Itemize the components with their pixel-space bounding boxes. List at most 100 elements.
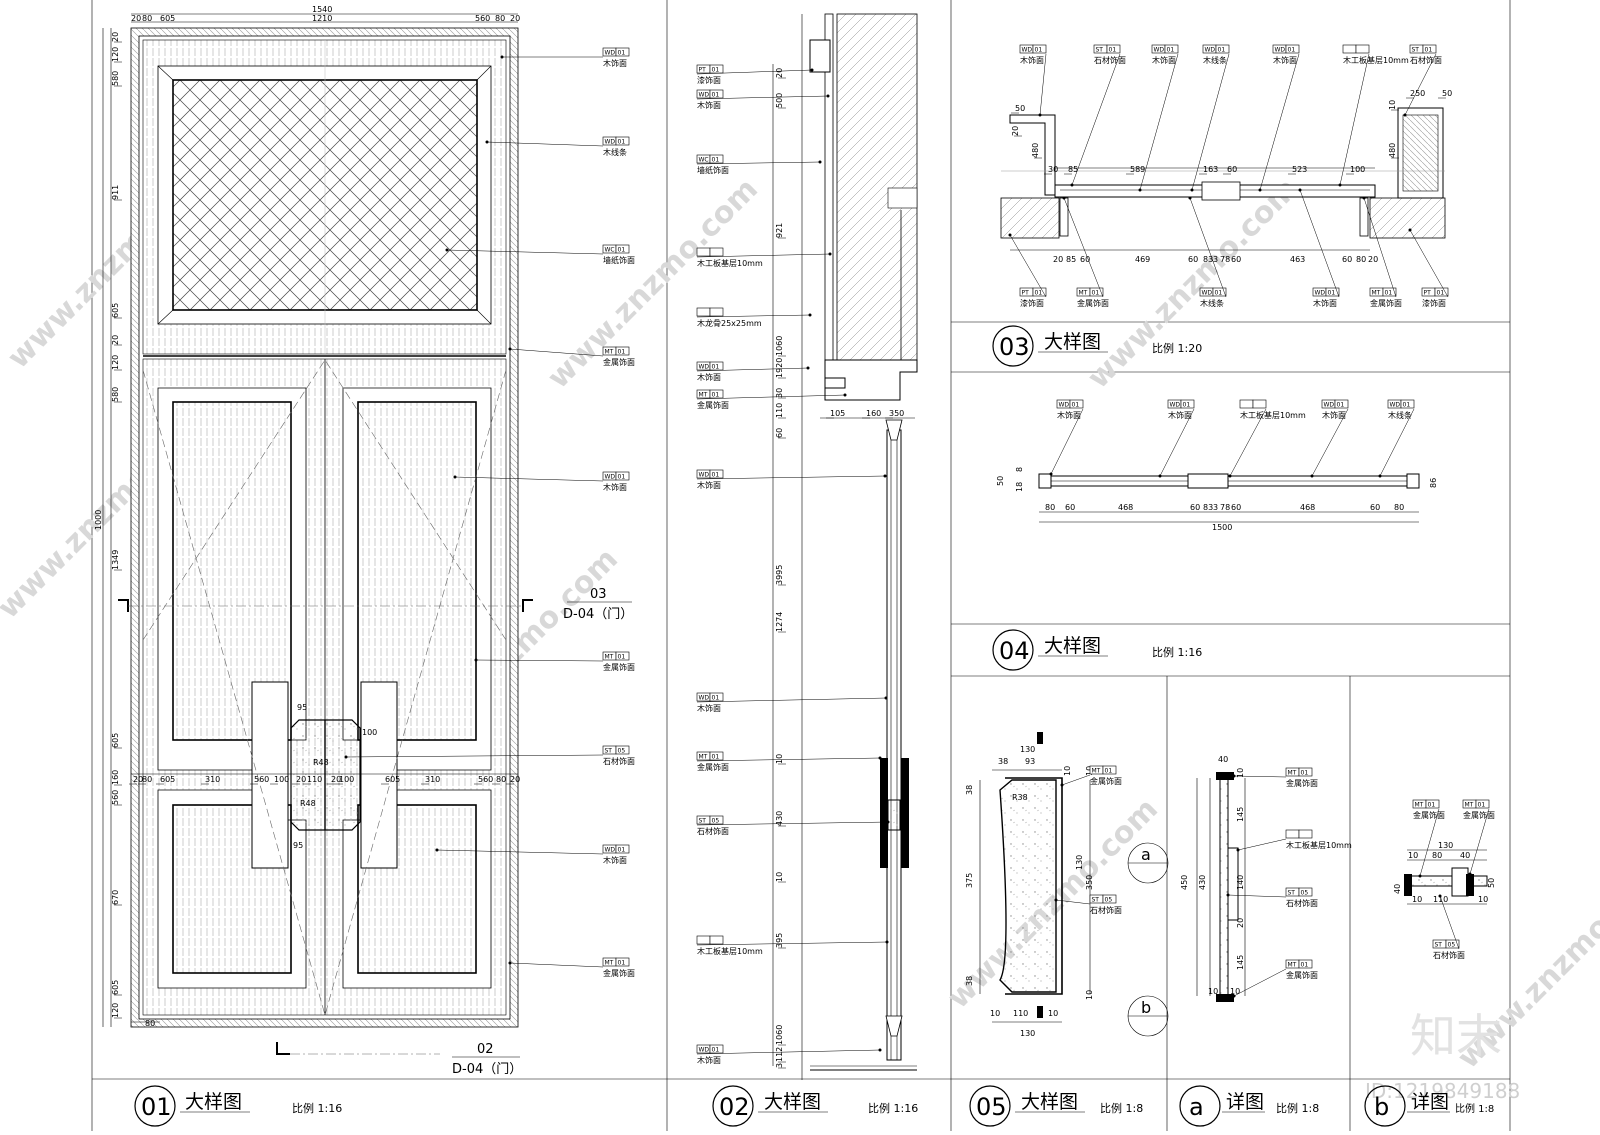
dim-b-8: 10 [1478,895,1488,904]
dims02-8: 3995 [775,565,784,585]
callouts02-text-9: 金属饰面 [697,762,729,772]
callouts02-item-11: 木工板基层10mm [696,935,889,956]
dims01-mid-8: 20 [331,775,341,784]
dims01-left-7: 580 [111,387,120,402]
watermark-site-5: www.znzmo.com [1081,172,1305,396]
dim-04-row-6: 78 [1220,503,1230,512]
dim-b-0: 130 [1438,841,1453,850]
dim-01-small-2: 100 [362,728,377,737]
callouts03top-code-6: ST [1412,47,1420,54]
dim-05-2: 93 [1025,757,1035,766]
callouts05-num-1: 05 [1105,897,1113,904]
dims02-15: 112 [775,1047,784,1062]
title-01-text: 大样图 [185,1091,242,1113]
dims01-mid-12: 560 [478,775,493,784]
callouts03top-code-4: WD [1275,47,1286,54]
callouts01-text-8: 金属饰面 [603,968,635,978]
panel-01-door-elevation: 03 D-04（门） 02 D-04（门） 1540 1210 20 80 60… [94,5,635,1077]
dim-05-14: 10 [1085,990,1094,1000]
callouts02-text-10: 石材饰面 [697,826,729,836]
calloutsB-code-2: ST [1435,942,1443,949]
callouts02-code-6: MT [699,392,708,399]
dims01-left-11: 560 [111,790,120,805]
callouts02-item-3: 木工板基层10mm [696,247,832,268]
dims01-mid-14: 20 [510,775,520,784]
callouts03top-num-2: 01 [1167,47,1175,54]
callouts03bot-num-2: 01 [1215,290,1223,297]
dims02-0: 20 [775,68,784,78]
callouts03top-text-5: 木工板基层10mm [1343,55,1409,65]
title-01-scale: 比例 1:16 [292,1101,342,1115]
dim-04-left-2: 18 [1015,482,1024,492]
dim-01-top-l3: 605 [160,14,175,23]
dim-03-bot-12: 20 [1368,255,1378,264]
callouts02-num-0: 01 [712,67,720,74]
dims03-3: 30 [1048,165,1058,174]
dims01-mid-4: 560 [254,775,269,784]
callouts02-text-0: 漆饰面 [697,75,721,85]
callouts03bot-text-2: 木线条 [1200,298,1224,308]
calloutsB-num-0: 01 [1428,802,1436,809]
callouts04-item-2: 木工板基层10mm [1228,399,1306,478]
callouts01-text-7: 木饰面 [603,855,627,865]
dim-02-chain: 2050092110601920301106039951274104301039… [775,68,904,1069]
dims01-left-1: 120 [111,47,120,62]
dims01-mid-0: 20 [133,775,143,784]
dims01-left-14: 120 [111,1003,120,1018]
callouts02-text-2: 墙纸饰面 [697,165,729,175]
callouts03top-text-3: 木线条 [1203,55,1227,65]
dims03-6: 163 [1203,165,1218,174]
dim-04-row-4: 83 [1203,503,1213,512]
callouts01-code-0: WD [605,50,616,57]
callouts03bot-text-3: 木饰面 [1313,298,1337,308]
dim-04-left-0: 50 [996,476,1005,486]
callouts04-text-1: 木饰面 [1168,410,1192,420]
callouts01-num-5: 01 [618,654,626,661]
calloutsA-code-3: MT [1288,962,1297,969]
dims02-10: 10 [775,754,784,764]
title-04-text: 大样图 [1044,635,1101,657]
callouts02-code-9: MT [699,754,708,761]
dim-03-bot-8: 60 [1231,255,1241,264]
title-a-scale: 比例 1:8 [1276,1101,1319,1115]
titles: 01 大样图 比例 1:16 02 大样图 比例 1:16 03 大样图 比例 … [134,325,1494,1127]
callouts04-num-0: 01 [1072,402,1080,409]
title-04-number: 04 [999,637,1030,665]
dim-04-row-7: 60 [1231,503,1241,512]
callouts02-num-7: 01 [712,472,720,479]
dims01-left-2: 580 [111,71,120,86]
dim-01-small-1: 95 [297,703,307,712]
callouts02-num-2: 01 [712,157,720,164]
dims01-mid-13: 80 [496,775,506,784]
callouts04-num-1: 01 [1183,402,1191,409]
dim-03-bot-6: 3 [1213,255,1218,264]
callouts03bot-text-5: 漆饰面 [1422,298,1446,308]
dims01-mid-11: 310 [425,775,440,784]
callouts03bot-code-2: WD [1202,290,1213,297]
dim-01-top-r3: 20 [510,14,520,23]
dim-05-1: 38 [998,757,1008,766]
dim-a-5: 140 [1236,875,1245,890]
dims01-mid-7: 110 [307,775,322,784]
callouts02-num-1: 01 [712,92,720,99]
section-mark-b: b [1141,998,1151,1017]
section-03-number: 03 [590,587,607,602]
callouts02-text-7: 木饰面 [697,480,721,490]
title-05-number: 05 [976,1093,1007,1121]
callouts01-num-0: 01 [618,50,626,57]
callouts05-code-1: ST [1092,897,1100,904]
